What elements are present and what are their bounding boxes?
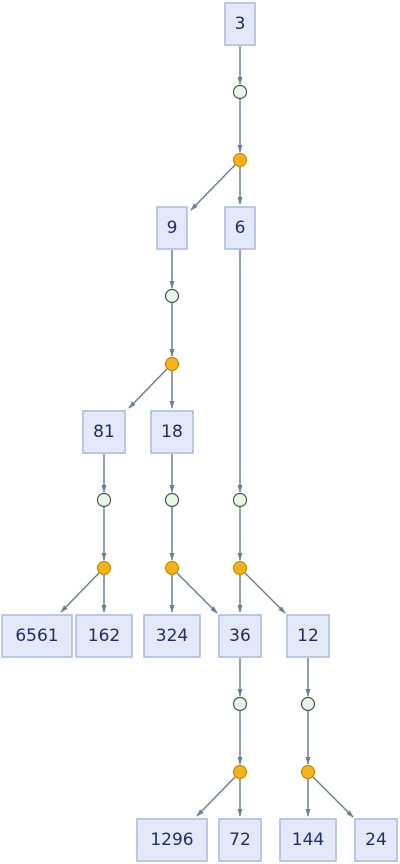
branch-dot bbox=[232, 152, 248, 168]
node-24: 24 bbox=[354, 818, 398, 862]
edge-branch-to-9 bbox=[190, 164, 236, 211]
node-label: 9 bbox=[167, 218, 178, 238]
split-dot bbox=[232, 696, 248, 712]
node-324: 324 bbox=[143, 614, 201, 658]
split-dot bbox=[164, 492, 180, 508]
branch-dots bbox=[96, 152, 316, 780]
node-label: 36 bbox=[229, 626, 251, 646]
node-144: 144 bbox=[279, 818, 337, 862]
node-6: 6 bbox=[224, 206, 256, 250]
split-dot bbox=[96, 492, 112, 508]
node-162: 162 bbox=[75, 614, 133, 658]
edge-branch-to-1296 bbox=[196, 776, 236, 817]
split-dot bbox=[232, 84, 248, 100]
node-label: 1296 bbox=[150, 830, 193, 850]
node-81: 81 bbox=[82, 410, 126, 454]
edge-branch-to-81 bbox=[128, 368, 168, 409]
node-label: 12 bbox=[297, 626, 319, 646]
node-9: 9 bbox=[156, 206, 188, 250]
node-label: 3 bbox=[235, 14, 246, 34]
node-36: 36 bbox=[218, 614, 262, 658]
branch-dot bbox=[300, 764, 316, 780]
split-dot bbox=[232, 492, 248, 508]
branch-dot bbox=[96, 560, 112, 576]
split-dots bbox=[96, 84, 316, 712]
split-dot bbox=[164, 288, 180, 304]
edges bbox=[60, 46, 354, 818]
branch-dot bbox=[232, 764, 248, 780]
node-1296: 1296 bbox=[136, 818, 208, 862]
node-label: 18 bbox=[161, 422, 183, 442]
branch-dot bbox=[164, 356, 180, 372]
node-3: 3 bbox=[224, 2, 256, 46]
node-label: 81 bbox=[93, 422, 115, 442]
node-18: 18 bbox=[150, 410, 194, 454]
node-label: 72 bbox=[229, 830, 251, 850]
edge-branch-to-36b bbox=[176, 572, 218, 614]
node-6561: 6561 bbox=[1, 614, 73, 658]
node-12: 12 bbox=[286, 614, 330, 658]
branch-dot bbox=[164, 560, 180, 576]
edge-branch-to-24 bbox=[312, 776, 354, 818]
node-label: 162 bbox=[88, 626, 120, 646]
split-dot bbox=[300, 696, 316, 712]
node-label: 144 bbox=[292, 830, 324, 850]
branch-dot bbox=[232, 560, 248, 576]
edge-branch-to-6561 bbox=[60, 572, 100, 613]
node-label: 6 bbox=[235, 218, 246, 238]
node-72: 72 bbox=[218, 818, 262, 862]
node-label: 6561 bbox=[15, 626, 58, 646]
node-label: 24 bbox=[365, 830, 387, 850]
edge-branch-to-12 bbox=[244, 572, 286, 614]
node-label: 324 bbox=[156, 626, 188, 646]
